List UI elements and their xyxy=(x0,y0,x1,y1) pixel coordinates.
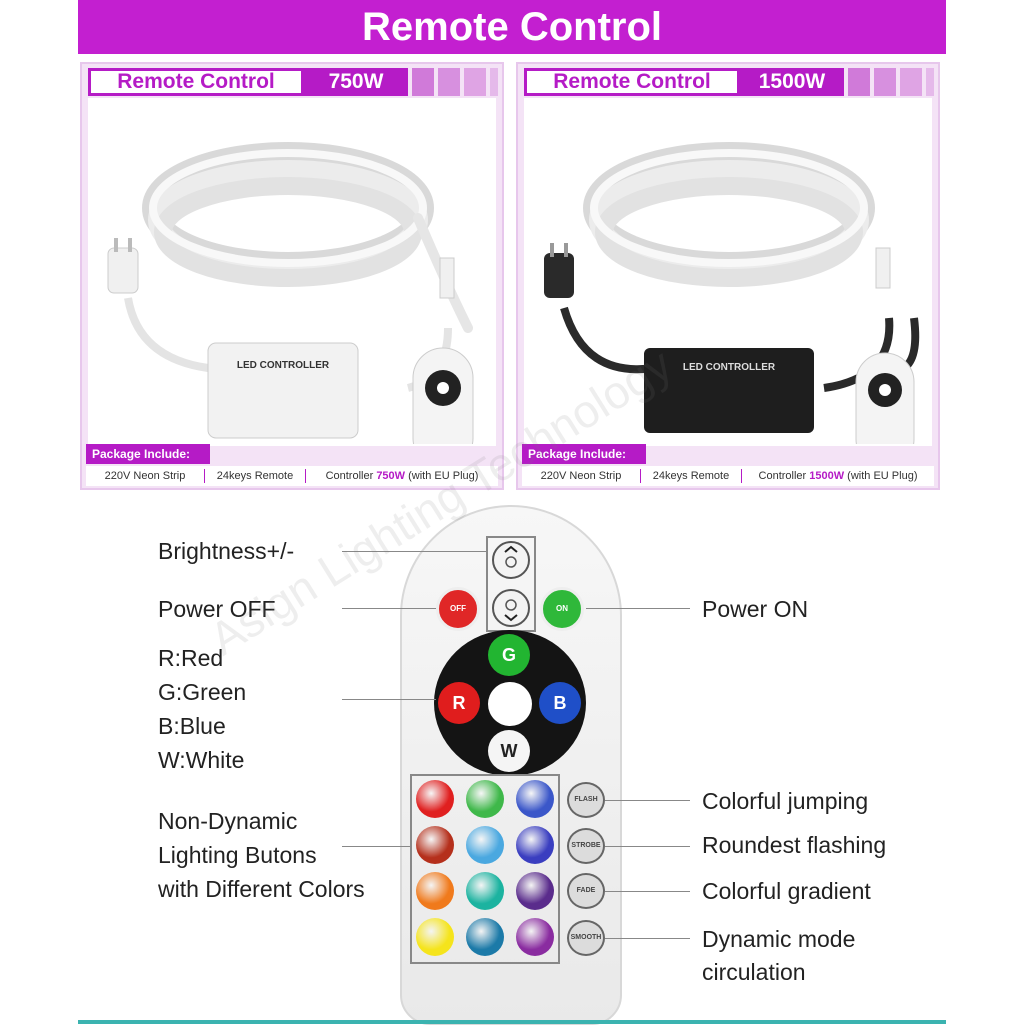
color-button[interactable] xyxy=(516,918,554,956)
brightness-down-button[interactable] xyxy=(492,589,530,627)
power-off-text: OFF xyxy=(450,604,466,613)
strobe-button[interactable]: STROBE xyxy=(567,828,605,864)
divider xyxy=(305,469,306,483)
brightness-up-button[interactable] xyxy=(492,541,530,579)
product-image: LED CONTROLLER xyxy=(524,98,932,469)
divider xyxy=(640,469,641,483)
color-button[interactable] xyxy=(466,918,504,956)
callout-line xyxy=(342,608,436,609)
flash-button[interactable]: FLASH xyxy=(567,782,605,818)
callout-line xyxy=(342,846,410,847)
package-item: 220V Neon Strip xyxy=(540,470,622,482)
fade-button[interactable]: FADE xyxy=(567,873,605,909)
white-button[interactable]: W xyxy=(488,730,530,772)
green-button[interactable]: G xyxy=(488,634,530,676)
callout-line xyxy=(605,891,690,892)
color-button[interactable] xyxy=(416,826,454,864)
color-button[interactable] xyxy=(416,780,454,818)
non-dynamic-label-2: Lighting Butons xyxy=(158,842,317,868)
color-label-red: R:Red xyxy=(158,645,224,671)
red-button[interactable]: R xyxy=(438,682,480,724)
neon-strip-kit-illustration: LED CONTROLLER xyxy=(107,142,474,469)
package-item: 24keys Remote xyxy=(216,470,294,482)
smooth-button[interactable]: SMOOTH xyxy=(567,920,605,956)
header-decoration xyxy=(490,68,498,96)
page-banner: Remote Control xyxy=(78,0,946,54)
brightness-down-icon xyxy=(504,599,518,622)
color-button[interactable] xyxy=(466,872,504,910)
smooth-label-1: Dynamic mode xyxy=(702,926,856,952)
color-button[interactable] xyxy=(516,826,554,864)
fade-label: Colorful gradient xyxy=(702,878,871,904)
color-button[interactable] xyxy=(416,872,454,910)
package-include-label: Package Include: xyxy=(86,444,210,464)
color-button[interactable] xyxy=(416,918,454,956)
flash-label: Colorful jumping xyxy=(702,788,869,814)
callout-line xyxy=(605,938,690,939)
package-item: 24keys Remote xyxy=(652,470,730,482)
header-decoration xyxy=(464,68,486,96)
header-decoration xyxy=(412,68,434,96)
header-decoration xyxy=(848,68,870,96)
product-panel-1500w: Remote Control 1500W xyxy=(516,62,940,490)
strobe-label: Roundest flashing xyxy=(702,832,887,858)
controller-label: LED CONTROLLER xyxy=(683,362,776,373)
brightness-label: Brightness+/- xyxy=(158,538,295,564)
power-on-label: Power ON xyxy=(702,596,809,622)
color-buttons-frame xyxy=(410,774,560,964)
product-image: LED CONTROLLER xyxy=(88,98,496,469)
panel-watt: 1500W xyxy=(740,68,844,96)
smooth-label-2: circulation xyxy=(702,959,806,985)
product-panel-750w: Remote Control 750W xyxy=(80,62,504,490)
package-include-label: Package Include: xyxy=(522,444,646,464)
neon-strip-coil-icon xyxy=(583,142,891,289)
neon-strip-kit-illustration: LED CONTROLLER xyxy=(544,142,920,469)
small-remote-icon xyxy=(412,347,474,469)
color-label-blue: B:Blue xyxy=(158,713,226,739)
color-button[interactable] xyxy=(466,826,504,864)
power-on-button[interactable]: ON xyxy=(540,587,584,631)
callout-line xyxy=(586,608,690,609)
header-decoration xyxy=(900,68,922,96)
header-decoration xyxy=(874,68,896,96)
package-item-controller: Controller 750W (with EU Plug) xyxy=(325,470,479,482)
package-item-controller: Controller 1500W (with EU Plug) xyxy=(758,470,918,482)
header-decoration xyxy=(438,68,460,96)
panel-title: Remote Control xyxy=(88,68,304,96)
blue-button[interactable]: B xyxy=(539,682,581,724)
callout-line xyxy=(605,800,690,801)
package-items: 220V Neon Strip 24keys Remote Controller… xyxy=(522,466,934,486)
eu-plug-icon xyxy=(544,243,574,298)
callout-line xyxy=(605,846,690,847)
controller-label: LED CONTROLLER xyxy=(237,360,330,371)
led-controller-box-icon: LED CONTROLLER xyxy=(644,348,814,433)
panel-title: Remote Control xyxy=(524,68,740,96)
panel-watt: 750W xyxy=(304,68,408,96)
neon-strip-coil-icon xyxy=(142,142,473,333)
callout-line xyxy=(342,699,436,700)
package-items: 220V Neon Strip 24keys Remote Controller… xyxy=(86,466,498,486)
divider xyxy=(741,469,742,483)
led-controller-box-icon: LED CONTROLLER xyxy=(207,342,359,439)
color-button[interactable] xyxy=(516,780,554,818)
non-dynamic-label-3: with Different Colors xyxy=(158,876,365,902)
color-label-white: W:White xyxy=(158,747,245,773)
power-off-button[interactable]: OFF xyxy=(436,587,480,631)
color-button[interactable] xyxy=(466,780,504,818)
power-off-label: Power OFF xyxy=(158,596,276,622)
brightness-up-icon xyxy=(504,545,518,568)
center-white-button[interactable] xyxy=(488,682,532,726)
callout-line xyxy=(342,551,486,552)
power-on-text: ON xyxy=(556,604,568,613)
bottom-divider xyxy=(78,1020,946,1024)
color-button[interactable] xyxy=(516,872,554,910)
package-item: 220V Neon Strip xyxy=(104,470,186,482)
divider xyxy=(204,469,205,483)
small-remote-icon xyxy=(855,352,915,469)
eu-plug-icon xyxy=(107,238,139,294)
non-dynamic-label-1: Non-Dynamic xyxy=(158,808,298,834)
header-decoration xyxy=(926,68,934,96)
color-label-green: G:Green xyxy=(158,679,247,705)
